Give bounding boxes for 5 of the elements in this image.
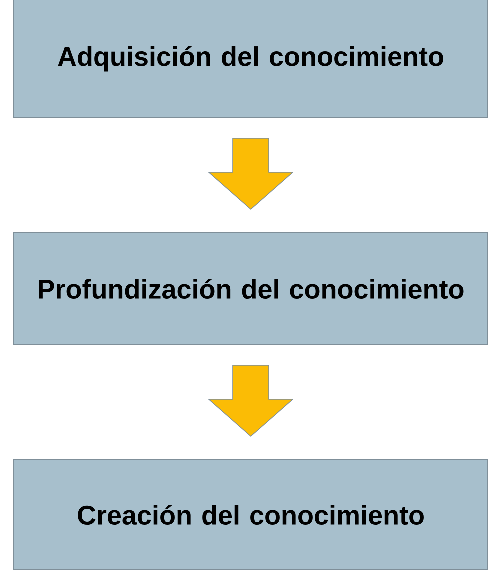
- process-box: Creación del conocimiento: [14, 460, 488, 570]
- process-box: Adquisición del conocimiento: [14, 0, 488, 118]
- block-arrow: [208, 138, 294, 210]
- block-arrow: [208, 365, 294, 438]
- process-box: Profundización del conocimiento: [14, 232, 488, 346]
